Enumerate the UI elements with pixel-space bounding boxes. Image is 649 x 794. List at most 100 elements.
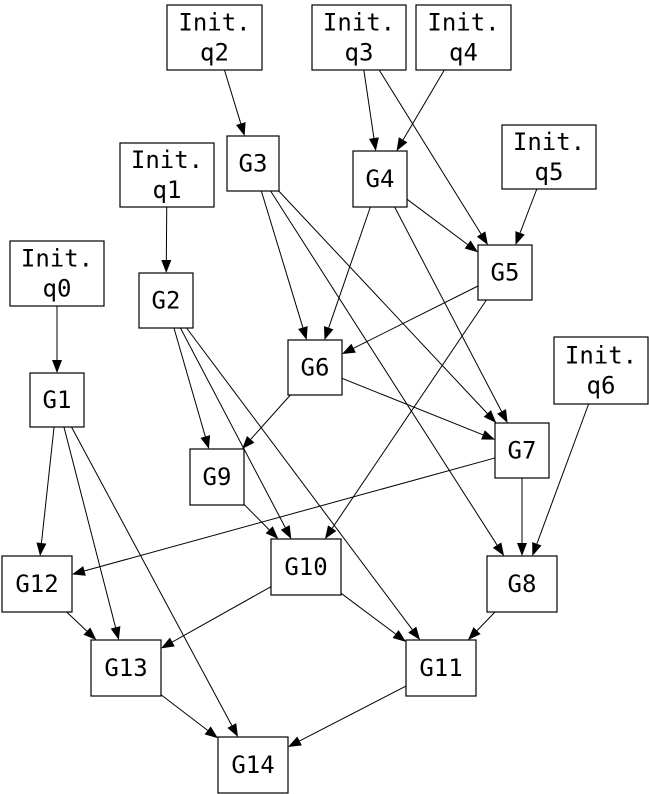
node-label: Init.: [565, 342, 637, 370]
node-g5: G5: [477, 244, 533, 301]
arrowhead-icon: [517, 543, 527, 556]
node-g10: G10: [270, 538, 342, 596]
edge-g6-to-g7: [341, 377, 495, 440]
node-label: Init.: [513, 128, 585, 156]
node-box: [553, 336, 649, 405]
edge-line: [378, 69, 482, 235]
arrowhead-icon: [204, 726, 218, 739]
arrowhead-icon: [515, 231, 525, 245]
edge-init-q6-to-g8: [532, 403, 590, 556]
edge-line: [394, 206, 503, 412]
node-label: q3: [345, 39, 374, 67]
edge-g5-to-g6: [342, 285, 479, 354]
arrowhead-icon: [298, 326, 308, 340]
edge-g5-to-g10: [324, 299, 487, 539]
arrowhead-icon: [324, 525, 337, 539]
edge-line: [363, 69, 375, 139]
node-g12: G12: [1, 555, 73, 613]
node-label: G8: [508, 570, 537, 598]
node-box: [477, 244, 533, 301]
edge-line: [519, 188, 538, 234]
edge-g1-to-g14: [71, 426, 238, 737]
edge-init-q0-to-g1: [52, 306, 62, 373]
node-label: Init.: [427, 9, 499, 37]
edge-g11-to-g14: [288, 685, 407, 747]
node-g11: G11: [405, 639, 477, 697]
edge-g8-to-g11: [468, 611, 496, 640]
edge-line: [250, 394, 291, 440]
arrowhead-icon: [280, 525, 292, 539]
arrowhead-icon: [83, 627, 97, 640]
node-label: G11: [419, 654, 462, 682]
edge-g4-to-g7: [394, 206, 508, 423]
edge-init-q3-to-g5: [378, 69, 488, 245]
edge-line: [243, 503, 270, 531]
node-g6: G6: [287, 339, 343, 396]
arrowhead-icon: [408, 626, 421, 640]
node-label: G4: [366, 165, 395, 193]
node-label: q6: [587, 372, 616, 400]
edge-init-q2-to-g3: [223, 69, 246, 136]
edge-line: [341, 377, 484, 436]
edge-line: [353, 285, 479, 349]
node-box: [270, 538, 342, 596]
edge-g1-to-g12: [36, 426, 55, 556]
arrowhead-icon: [110, 626, 121, 640]
arrowhead-icon: [52, 360, 62, 373]
edge-line: [172, 586, 272, 643]
node-init-q5: Init.q5: [501, 124, 597, 190]
arrowhead-icon: [468, 627, 481, 640]
edge-line: [63, 426, 117, 628]
node-box: [189, 448, 245, 506]
arrowhead-icon: [161, 259, 172, 273]
node-init-q4: Init.q4: [415, 4, 512, 71]
node-box: [287, 339, 343, 396]
arrowhead-icon: [36, 542, 47, 556]
arrowhead-icon: [342, 343, 356, 354]
node-label: G6: [301, 354, 330, 382]
node-label: G1: [43, 386, 72, 414]
node-box: [415, 4, 512, 71]
node-box: [119, 142, 215, 208]
arrowhead-icon: [265, 526, 279, 539]
edge-line: [223, 69, 242, 124]
node-box: [494, 422, 550, 479]
node-label: Init.: [323, 9, 395, 37]
node-g13: G13: [90, 639, 162, 697]
arrowhead-icon: [481, 430, 495, 440]
nodes-layer: Init.q0Init.q1Init.q2Init.q3Init.q4Init.…: [1, 4, 649, 794]
node-init-q0: Init.q0: [9, 240, 105, 307]
edges-layer: [36, 69, 590, 747]
edge-g6-to-g9: [242, 394, 291, 449]
node-box: [405, 639, 477, 697]
node-g9: G9: [189, 448, 245, 506]
node-g2: G2: [138, 272, 194, 329]
node-label: G3: [239, 150, 268, 178]
node-g8: G8: [486, 555, 558, 613]
edge-g4-to-g6: [323, 206, 371, 340]
node-box: [1, 555, 73, 613]
arrowhead-icon: [288, 736, 302, 747]
edge-g10-to-g11: [340, 592, 406, 642]
node-label: q4: [449, 39, 478, 67]
arrowhead-icon: [236, 122, 246, 136]
edge-g2-to-g10: [180, 327, 292, 539]
arrowhead-icon: [72, 566, 86, 576]
node-g7: G7: [494, 422, 550, 479]
node-label: G12: [15, 570, 58, 598]
edge-g3-to-g6: [260, 190, 308, 340]
node-box: [138, 272, 194, 329]
arrowhead-icon: [396, 137, 408, 151]
node-label: G14: [231, 751, 274, 779]
node-label: G5: [491, 259, 520, 287]
arrowhead-icon: [392, 630, 406, 642]
arrowhead-icon: [227, 723, 238, 737]
edge-line: [402, 69, 445, 141]
edge-g1-to-g13: [63, 426, 121, 640]
node-label: q0: [43, 275, 72, 303]
edge-g3-to-g8: [270, 190, 505, 556]
edge-line: [328, 206, 371, 328]
edge-line: [40, 426, 55, 544]
node-init-q1: Init.q1: [119, 142, 215, 208]
edge-line: [340, 592, 396, 635]
